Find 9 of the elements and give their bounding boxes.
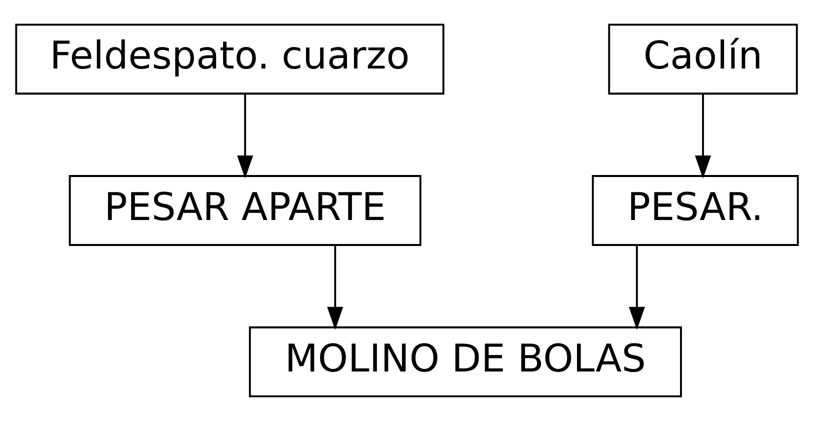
- node-box: MOLINO DE BOLAS: [248, 326, 682, 398]
- arrow: [237, 94, 254, 178]
- node-box: PESAR APARTE: [68, 175, 422, 246]
- node-box: Caolín: [608, 24, 798, 95]
- node-box: Feldespato. cuarzo: [15, 24, 444, 95]
- arrow: [694, 94, 712, 178]
- node-box: PESAR.: [592, 175, 799, 246]
- arrow: [628, 246, 645, 330]
- arrow: [327, 246, 344, 330]
